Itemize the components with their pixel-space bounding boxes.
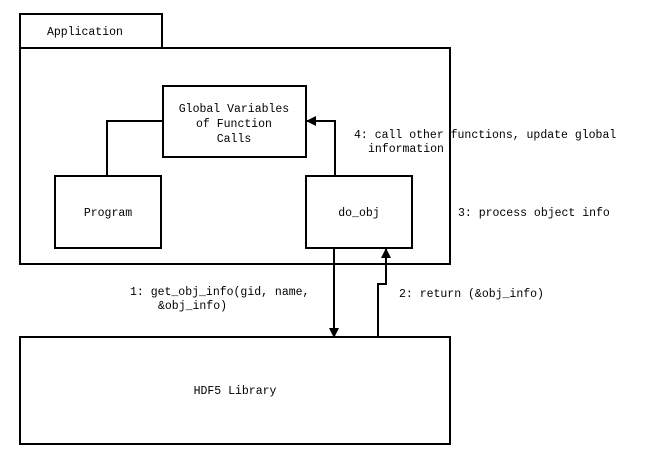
program-rect: [54, 175, 162, 249]
hdf5-library-label: HDF5 Library: [194, 385, 277, 398]
global-variables-line-1: Global Variables: [179, 103, 289, 116]
program-label: Program: [84, 207, 132, 220]
hdf5-library-rect: [19, 336, 451, 445]
step4-arrow: [306, 116, 336, 176]
application-tab: [19, 13, 163, 49]
step1-line-1: 1: get_obj_info(gid, name,: [130, 286, 309, 299]
program-global-connector: [106, 120, 163, 176]
step4-line-2: information: [368, 143, 444, 156]
do-obj-rect: [305, 175, 413, 249]
program-box: Program: [54, 175, 162, 249]
do-obj-box: do_obj: [305, 175, 413, 249]
hdf5-library-box: HDF5 Library: [19, 336, 451, 445]
step2-label: 2: return (&obj_info): [399, 288, 544, 301]
global-variables-rect: [162, 85, 307, 158]
global-variables-line-2: of Function: [196, 118, 272, 131]
global-variables-box: Global Variables of Function Calls: [162, 85, 307, 158]
global-variables-line-3: Calls: [217, 133, 252, 146]
step3-label: 3: process object info: [458, 207, 610, 220]
step2-arrow: [377, 248, 391, 337]
do-obj-label: do_obj: [338, 207, 379, 220]
step1-line-2: &obj_info): [158, 300, 227, 313]
application-tab-label: Application: [47, 26, 123, 39]
step4-line-1: 4: call other functions, update global: [354, 129, 616, 142]
step-annotations: 4: call other functions, update global i…: [130, 129, 616, 313]
